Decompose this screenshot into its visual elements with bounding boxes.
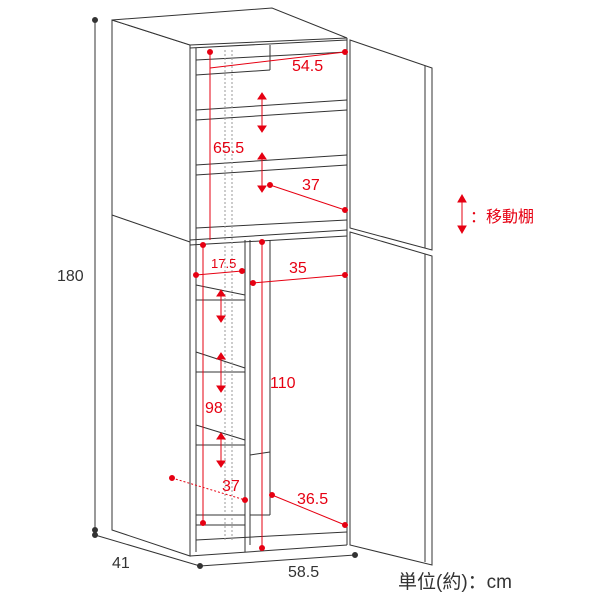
upper-height-label: 65.5 <box>213 140 245 157</box>
unit-label: 単位(約)：cm <box>398 572 512 593</box>
upper-width-label: 54.5 <box>292 58 324 75</box>
lower-left-height-label: 98 <box>205 400 223 417</box>
red-dimensions <box>169 49 467 551</box>
movable-shelf-legend: ：移動棚 <box>470 209 535 226</box>
upper-depth-label: 37 <box>302 177 320 194</box>
lower-right-width-label: 35 <box>289 260 307 277</box>
lower-door <box>349 231 433 566</box>
height-label: 180 <box>57 268 84 285</box>
lower-left-depth-label: 37 <box>222 478 240 495</box>
depth-label: 41 <box>112 555 130 572</box>
double-arrow-icon <box>457 193 467 235</box>
width-label: 58.5 <box>288 564 320 581</box>
lower-right-depth-label: 36.5 <box>297 491 329 508</box>
open-doors <box>349 39 433 566</box>
upper-door <box>349 39 433 251</box>
lower-right-height-label: 110 <box>270 375 296 392</box>
lower-left-width-label: 17.5 <box>211 256 237 271</box>
overall-dimensions <box>92 17 358 569</box>
cabinet-outline <box>111 7 348 557</box>
